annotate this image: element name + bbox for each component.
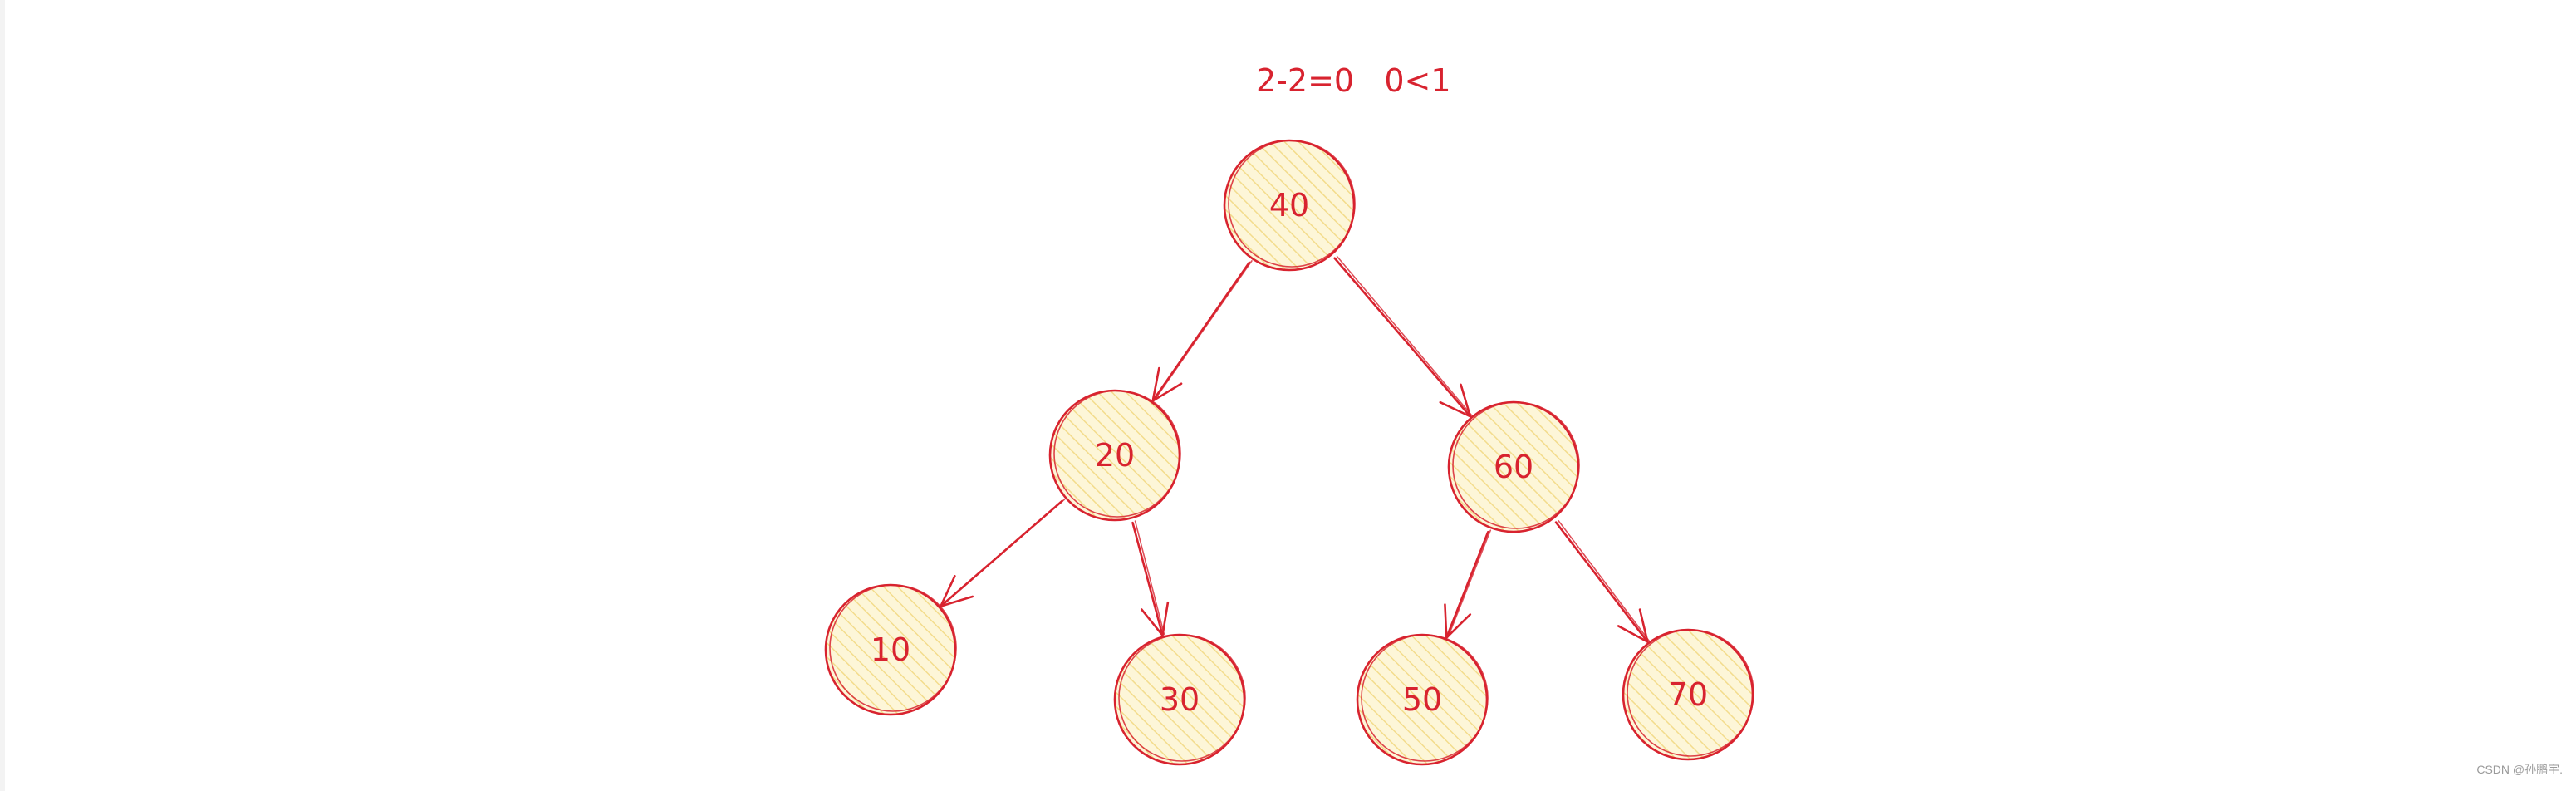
edge-n40-n60 xyxy=(1333,255,1473,418)
edge-n20-n10 xyxy=(940,499,1066,607)
edge-n60-n50 xyxy=(1444,529,1492,639)
page-left-edge xyxy=(0,0,5,791)
tree-node-label: 20 xyxy=(1095,437,1135,474)
watermark: CSDN @孙鹏宇. xyxy=(2476,763,2563,776)
tree-node-10: 10 xyxy=(824,583,957,716)
tree-node-50: 50 xyxy=(1356,633,1489,766)
nodes-layer: 40 20 60 10 30 50 70 xyxy=(824,139,1754,766)
tree-node-30: 30 xyxy=(1113,633,1246,766)
tree-node-40: 40 xyxy=(1223,139,1356,272)
tree-node-label: 50 xyxy=(1402,681,1442,718)
tree-node-label: 30 xyxy=(1160,681,1200,718)
tree-node-70: 70 xyxy=(1622,628,1754,761)
tree-node-label: 60 xyxy=(1494,449,1533,485)
edge-n60-n70 xyxy=(1554,519,1651,643)
tree-node-label: 40 xyxy=(1269,187,1309,224)
tree-node-60: 60 xyxy=(1447,400,1580,533)
edge-n20-n30 xyxy=(1131,520,1170,636)
balance-annotation: 2-2=0 0<1 xyxy=(1256,62,1451,99)
tree-node-20: 20 xyxy=(1048,389,1181,522)
edges-layer xyxy=(940,255,1651,643)
tree-node-label: 10 xyxy=(871,631,910,668)
tree-node-label: 70 xyxy=(1668,676,1708,713)
edge-n40-n20 xyxy=(1151,260,1253,402)
